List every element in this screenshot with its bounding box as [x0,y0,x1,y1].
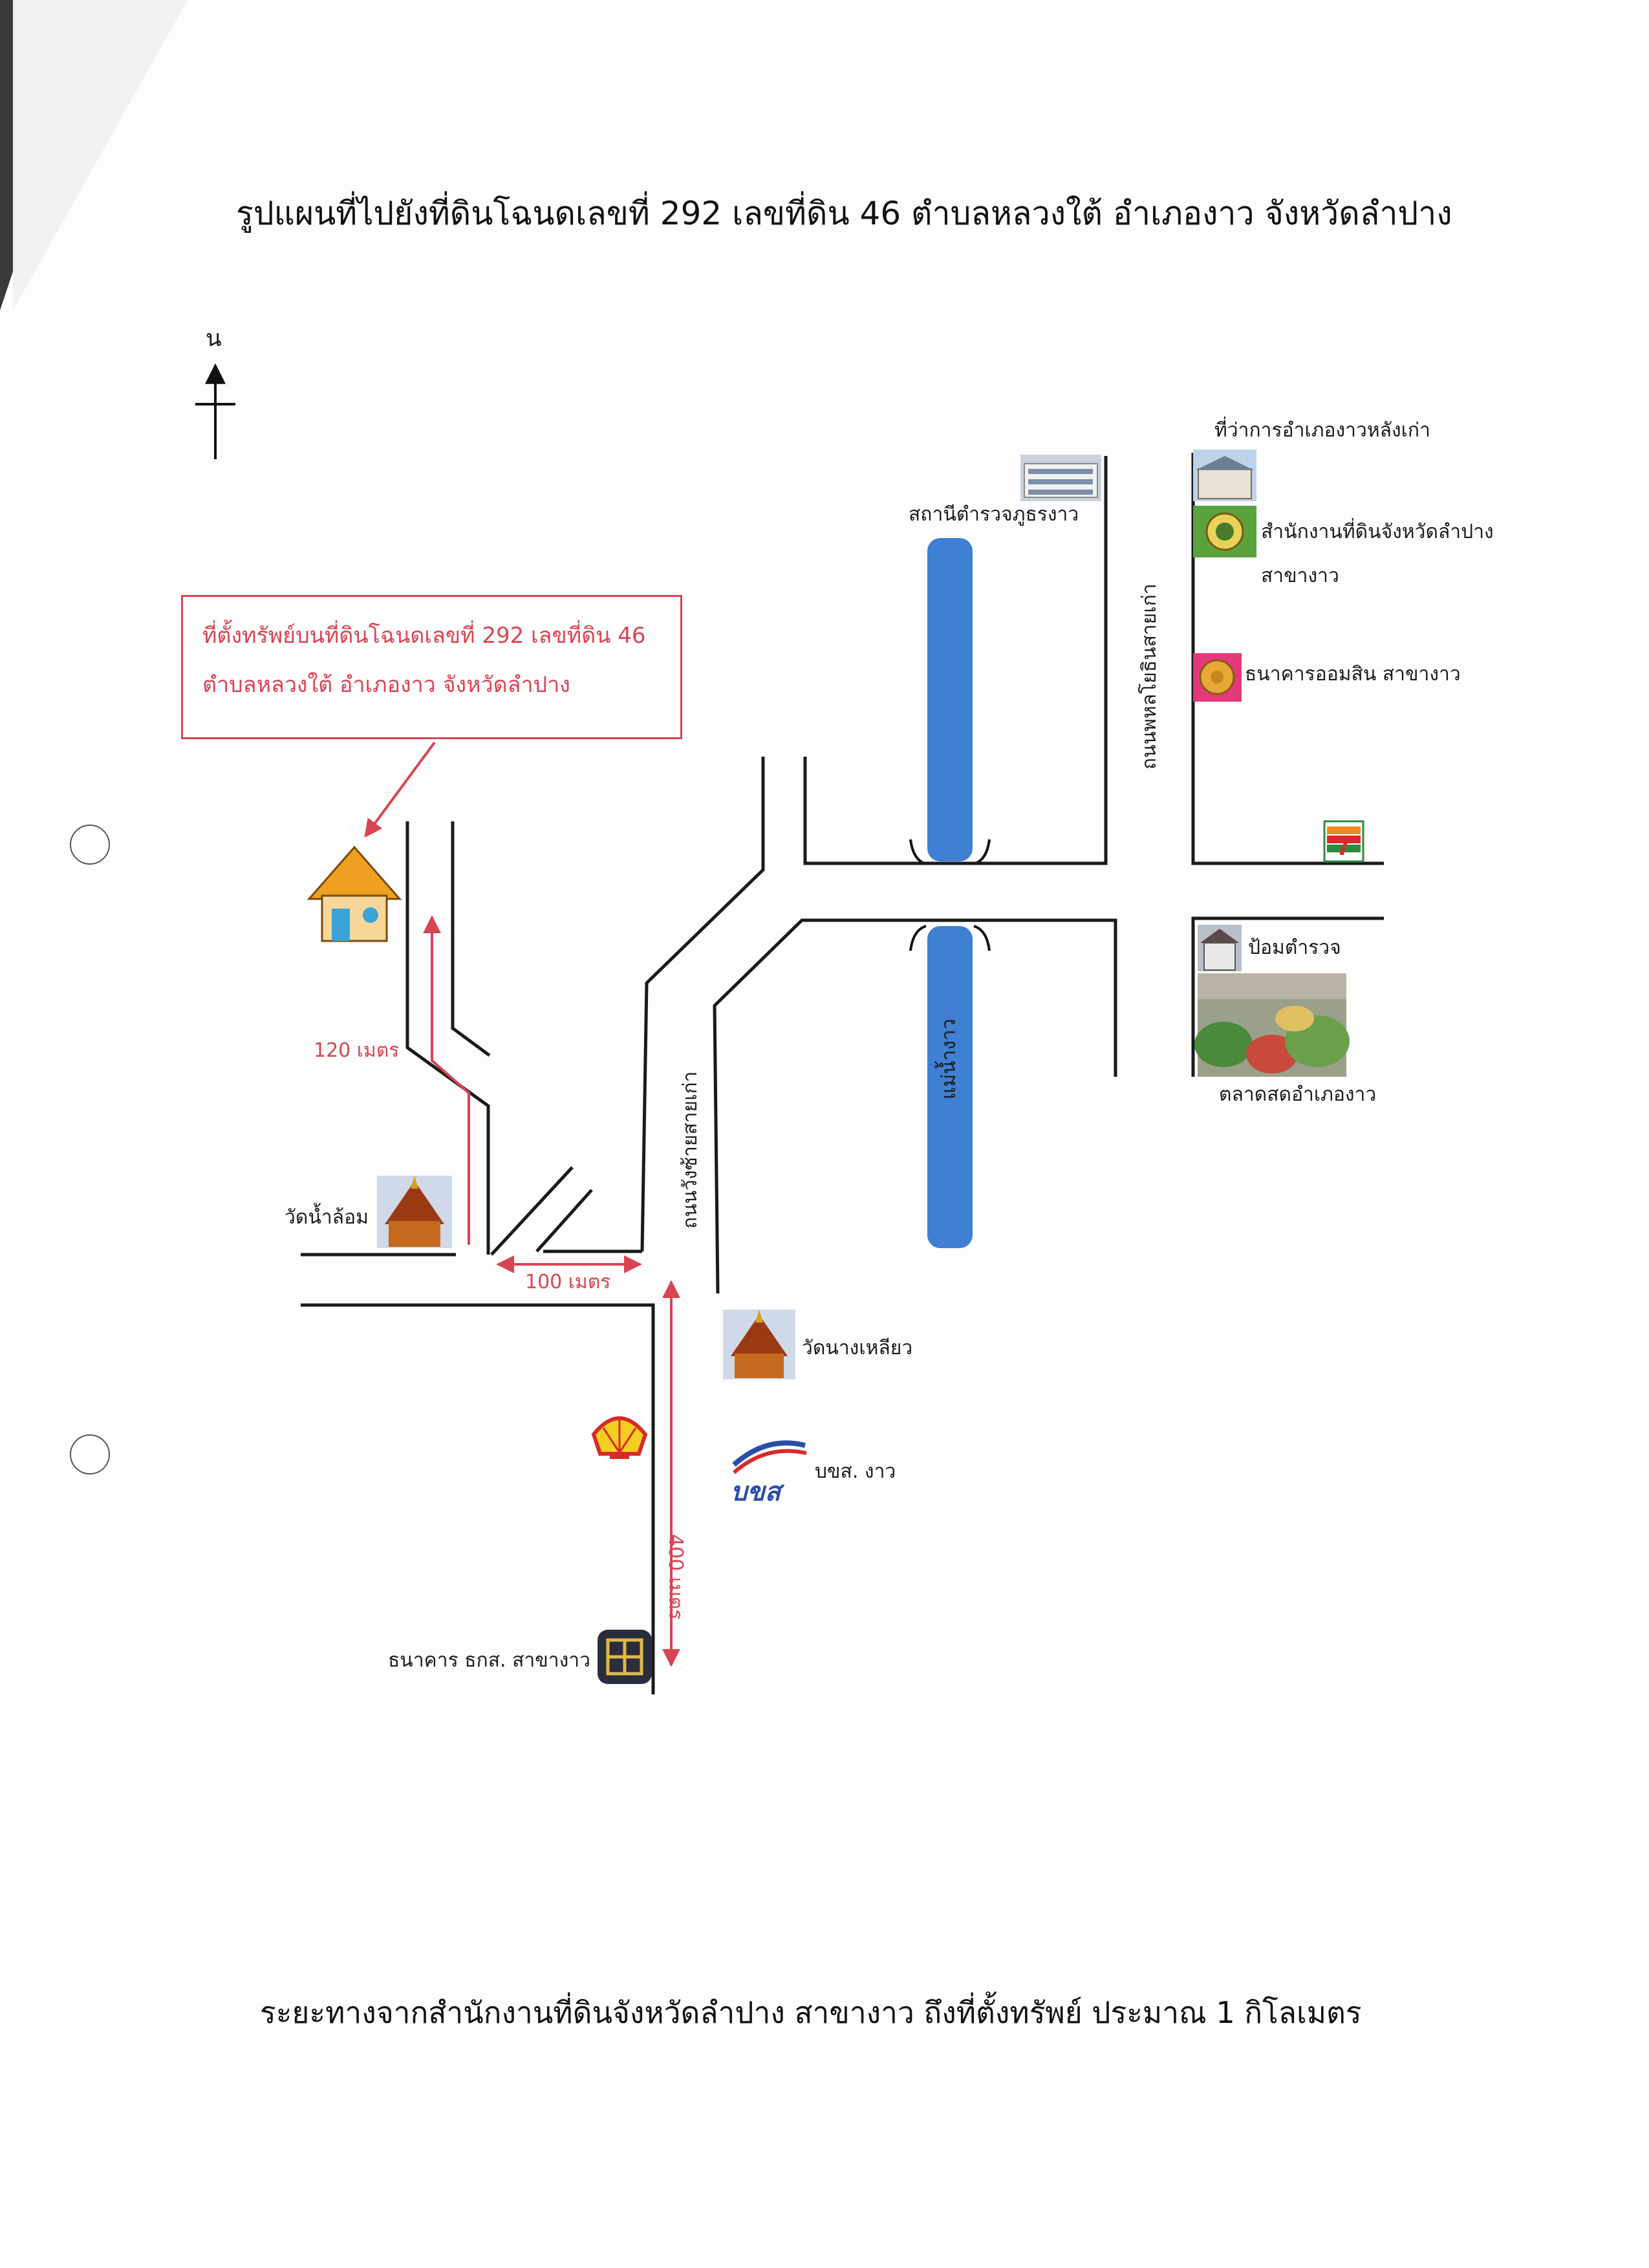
gsb-logo-icon [1193,653,1242,702]
route-arrows [423,915,680,1667]
land-office-logo-icon [1193,506,1256,557]
label-bus-terminal: บขส. งาว [815,1460,896,1483]
baac-logo-icon [598,1630,652,1684]
north-label: น [206,325,222,352]
property-callout: ที่ตั้งทรัพย์บนที่ดินโฉนดเลขที่ 292 เลขท… [181,595,682,739]
distance-120m: 120 เมตร [314,1039,400,1062]
label-fresh-market: ตลาดสดอำเภองาว [1219,1083,1377,1106]
label-land-office-1: สำนักงานที่ดินจังหวัดลำปาง [1261,521,1494,543]
distance-100m: 100 เมตร [525,1271,611,1293]
road-network [301,453,1384,1694]
label-police-box: ป้อมตำรวจ [1248,936,1341,959]
shell-logo-icon [591,1416,648,1459]
bus-terminal-logo-icon: บขส [731,1440,807,1507]
label-baac-bank: ธนาคาร ธกส. สาขางาว [388,1649,590,1672]
svg-text:7: 7 [1336,830,1352,861]
district-office-building-icon [1193,449,1256,501]
callout-line-2: ตำบลหลวงใต้ อำเภองาว จังหวัดลำปาง [202,672,570,698]
binder-hole-top [70,825,110,865]
label-river-ngao: แม่น้ำงาว [938,1019,960,1099]
seven-eleven-icon: 7 [1323,820,1364,863]
callout-pointer [364,741,436,838]
fresh-market-photo-icon [1194,973,1350,1077]
binder-hole-bottom [70,1434,110,1474]
distance-summary: ระยะทางจากสำนักงานที่ดินจังหวัดลำปาง สาข… [260,1995,1362,2030]
label-wat-nang-liao: วัดนางเหลียว [802,1337,913,1359]
label-road-phahon-yothin: ถนนพหลโยธินสายเก่า [1138,583,1161,770]
label-wat-nam-lom: วัดน้ำล้อม [285,1206,369,1229]
label-gsb-bank: ธนาคารออมสิน สาขางาว [1245,663,1461,686]
bus-logo-text: บขส [731,1477,785,1507]
label-road-wang-sai: ถนนวังซ้ายสายเก่า [679,1071,702,1229]
page-title: รูปแผนที่ไปยังที่ดินโฉนดเลขที่ 292 เลขที… [236,195,1452,232]
distance-400m: 400 เมตร [664,1534,687,1620]
label-land-office-2: สาขางาว [1261,565,1339,587]
temple-icon [723,1310,795,1379]
police-box-icon [1198,925,1242,971]
label-old-district-office: ที่ว่าการอำเภองาวหลังเก่า [1214,419,1430,442]
house-icon [307,845,402,942]
river-ngao [909,538,991,1248]
police-station-building-icon [1020,455,1101,501]
north-arrow-icon [195,363,235,459]
callout-line-1: ที่ตั้งทรัพย์บนที่ดินโฉนดเลขที่ 292 เลขท… [202,623,646,649]
temple-icon [377,1176,452,1248]
label-police-station: สถานีตำรวจภูธรงาว [909,503,1079,526]
